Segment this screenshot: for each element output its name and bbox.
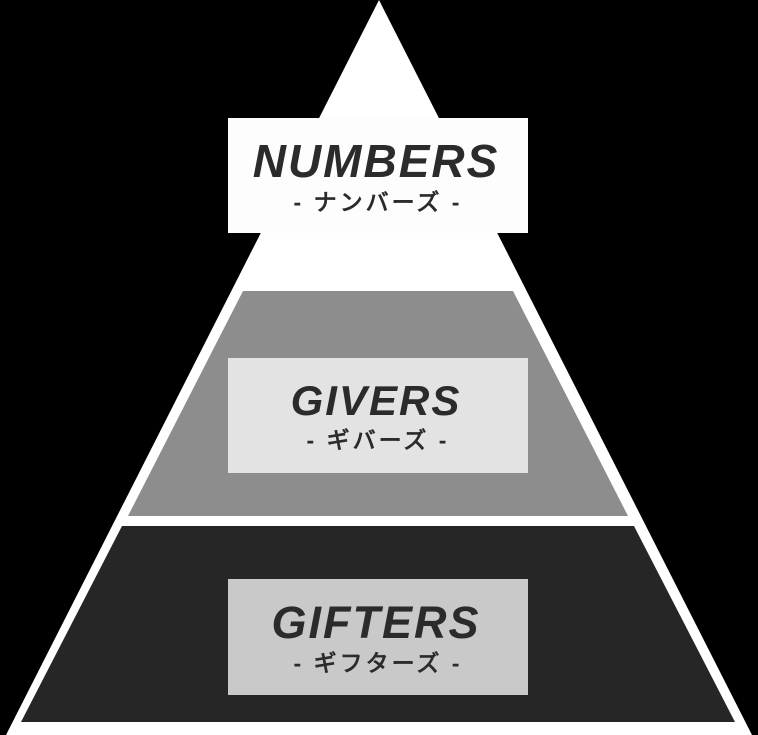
gifters-label-box bbox=[228, 579, 528, 695]
tier-subtitle-numbers: - ナンバーズ - bbox=[293, 188, 463, 215]
tier-subtitle-givers: - ギバーズ - bbox=[306, 426, 450, 453]
givers-label-box bbox=[228, 358, 528, 473]
numbers-label-box bbox=[228, 118, 528, 233]
tier-subtitle-gifters: - ギフターズ - bbox=[293, 649, 463, 676]
tier-label-numbers: NUMBERS - ナンバーズ - bbox=[228, 118, 528, 233]
tier-label-gifters: GIFTERS - ギフターズ - bbox=[228, 579, 528, 695]
tier-title-numbers: NUMBERS bbox=[252, 134, 500, 187]
tier-title-gifters: GIFTERS bbox=[271, 596, 481, 648]
tier-title-givers: GIVERS bbox=[290, 376, 462, 424]
tier-label-givers: GIVERS - ギバーズ - bbox=[228, 358, 528, 473]
